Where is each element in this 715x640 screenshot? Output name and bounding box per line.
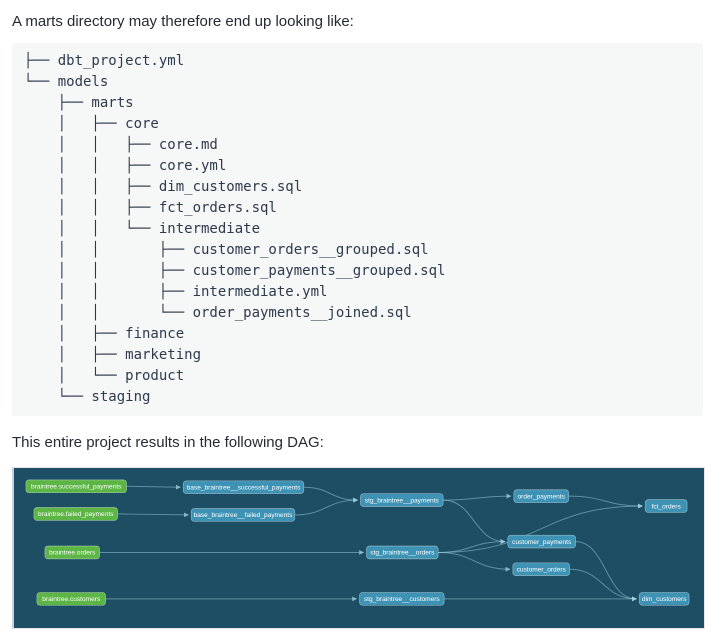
dag-node-source: braintree.successful_payments: [25, 479, 127, 494]
dag-edge: [117, 512, 189, 518]
dag-node-box: [25, 479, 127, 494]
dag-node-model: base_braintree__failed_payments: [190, 508, 296, 522]
dag-node-label: braintree.failed_payments: [38, 511, 114, 518]
dag-node-box: [360, 493, 444, 507]
dag-edge: [575, 541, 637, 602]
dag-node-box: [182, 480, 305, 495]
dag-canvas: braintree.successful_payments braintree.f…: [25, 479, 690, 606]
dag-node-box: [638, 592, 690, 606]
dag-node-model: stg_braintree__customers: [359, 592, 445, 606]
dag-node-label: order_payments: [518, 493, 566, 500]
dag-edge: [568, 495, 643, 509]
dag-node-source: braintree.orders: [44, 545, 100, 560]
dag-node-label: customer_orders: [517, 567, 567, 574]
directory-tree-code-block: ├── dbt_project.yml └── models ├── marts…: [12, 43, 703, 416]
dag-node-box: [644, 499, 688, 513]
dag-node-source: braintree.failed_payments: [33, 507, 118, 521]
dag-edge: [443, 493, 512, 501]
dag-intro-paragraph: This entire project results in the follo…: [12, 434, 324, 451]
dag-node-label: stg_braintree__payments: [365, 497, 440, 504]
dag-node-model: customer_orders: [512, 562, 570, 576]
dag-node-box: [33, 507, 118, 521]
dag-node-box: [359, 592, 445, 606]
dag-node-box: [512, 562, 570, 576]
dag-node-label: base_braintree__failed_payments: [194, 512, 294, 519]
dag-edge: [438, 551, 511, 572]
intro-paragraph: A marts directory may therefore end up l…: [12, 13, 354, 30]
dag-node-model: customer_payments: [507, 534, 576, 549]
dag-node-label: fct_orders: [652, 503, 682, 510]
dag-image: braintree.successful_payments braintree.f…: [12, 467, 705, 629]
dag-node-label: customer_payments: [512, 539, 572, 546]
docs-page: A marts directory may therefore end up l…: [12, 12, 705, 629]
dag-node-model: base_braintree__successful_payments: [182, 480, 305, 495]
dag-edge: [126, 484, 181, 490]
dag-node-box: [507, 534, 576, 549]
dag-node-model: order_payments: [513, 489, 569, 503]
dag-edge: [294, 497, 359, 516]
dag-edge: [443, 499, 506, 545]
dag-edge: [569, 568, 637, 602]
dag-node-label: braintree.successful_payments: [31, 484, 122, 491]
dag-edge: [438, 503, 643, 553]
dag-node-label: stg_braintree__orders: [370, 550, 435, 557]
dag-node-box: [44, 545, 100, 560]
dag-node-model: dim_customers: [638, 592, 690, 606]
dag-node-model: stg_braintree__payments: [360, 493, 444, 507]
dag-node-box: [366, 545, 439, 560]
dag-node-label: braintree.customers: [42, 596, 101, 603]
dag-edge: [303, 486, 359, 503]
dag-node-box: [36, 592, 106, 606]
dag-node-label: braintree.orders: [49, 550, 96, 557]
dag-node-box: [190, 508, 296, 522]
dag-node-label: dim_customers: [642, 596, 687, 603]
dag-node-model: stg_braintree__orders: [366, 545, 439, 560]
directory-tree-text: ├── dbt_project.yml └── models ├── marts…: [24, 53, 446, 405]
dag-node-label: base_braintree__successful_payments: [187, 485, 301, 492]
dag-node-source: braintree.customers: [36, 592, 106, 606]
dag-node-label: stg_braintree__customers: [364, 596, 441, 603]
dag-node-box: [513, 489, 569, 503]
dag-node-model: fct_orders: [644, 499, 688, 513]
